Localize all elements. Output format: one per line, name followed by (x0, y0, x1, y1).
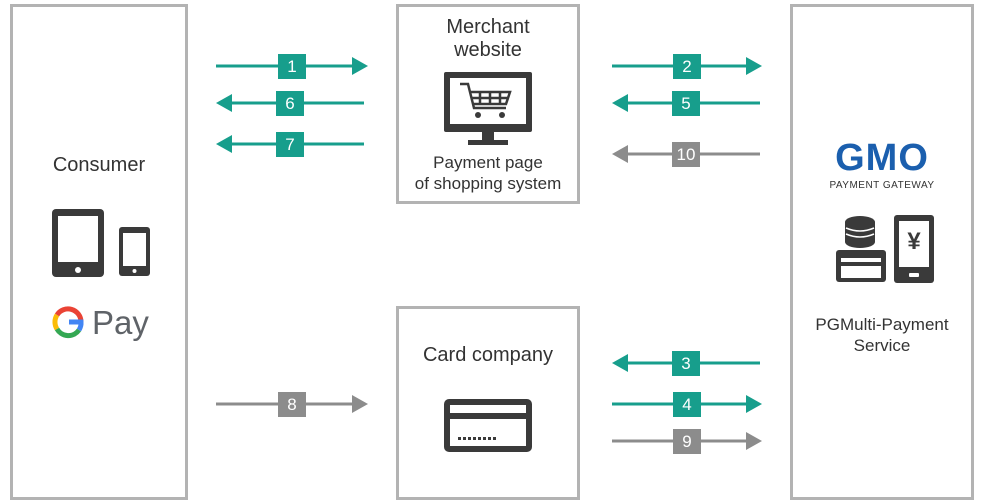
step-badge-8: 8 (278, 392, 306, 417)
arrow-head-5 (612, 94, 628, 112)
arrow-head-10 (612, 145, 628, 163)
step-badge-3: 3 (672, 351, 700, 376)
card-small-icon (836, 250, 886, 282)
step-badge-6: 6 (276, 91, 304, 116)
merchant-caption: Payment page of shopping system (414, 153, 562, 193)
arrow-head-6 (216, 94, 232, 112)
shopping-cart-icon (460, 82, 512, 110)
phone-yen-icon (894, 215, 934, 283)
arrow-head-8 (352, 395, 368, 413)
tablet-icon (52, 209, 104, 277)
step-badge-5: 5 (672, 91, 700, 116)
arrow-head-7 (216, 135, 232, 153)
step-badge-2: 2 (673, 54, 701, 79)
step-badge-9: 9 (673, 429, 701, 454)
gmo-logo-subtitle: PAYMENT GATEWAY (829, 180, 935, 191)
google-g-icon (52, 306, 84, 339)
coins-stack-icon (845, 216, 875, 248)
yen-icon: ¥ (907, 228, 921, 255)
arrow-head-4 (746, 395, 762, 413)
gpay-text: Pay (92, 304, 149, 341)
step-badge-10: 10 (672, 142, 700, 167)
arrow-head-2 (746, 57, 762, 75)
step-badge-1: 1 (278, 54, 306, 79)
step-badge-4: 4 (673, 392, 701, 417)
gmo-logo: GMO (835, 137, 929, 179)
merchant-title: Merchant website (446, 16, 530, 61)
step-badge-7: 7 (276, 132, 304, 157)
smartphone-icon (119, 227, 150, 276)
arrow-head-3 (612, 354, 628, 372)
card-company-title: Card company (422, 344, 554, 366)
consumer-label: Consumer (52, 154, 146, 176)
arrow-head-1 (352, 57, 368, 75)
arrow-head-9 (746, 432, 762, 450)
gateway-service-label: PGMulti-Payment Service (815, 315, 949, 355)
